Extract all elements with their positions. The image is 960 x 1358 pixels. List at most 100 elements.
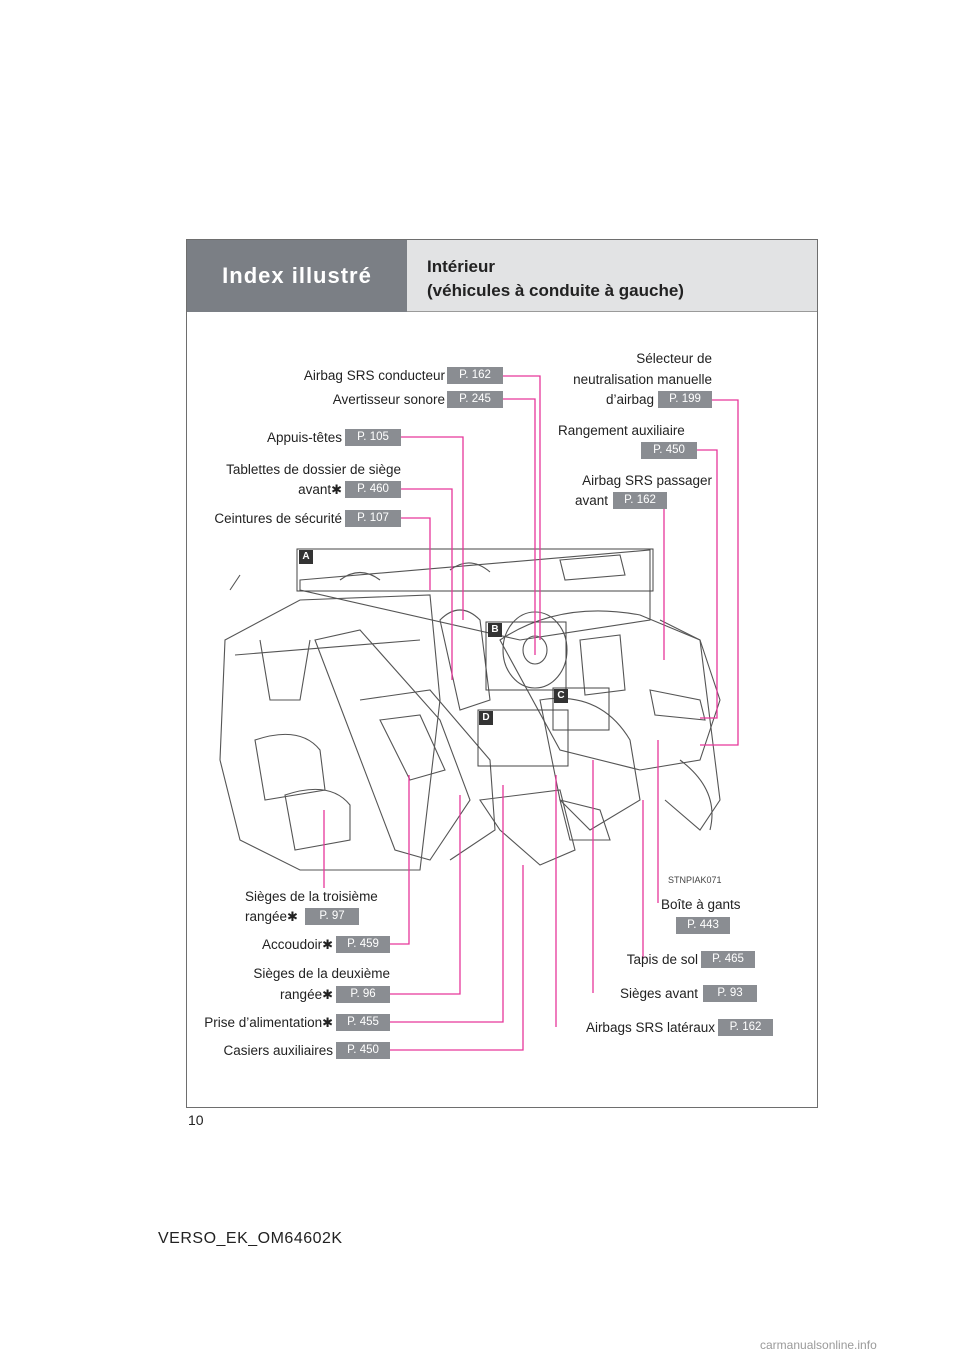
overhead-console-sketch [559,554,626,581]
zone-a-frame [296,548,654,592]
front-seat-sketch [539,697,641,831]
page-number: 10 [188,1112,204,1128]
window-pillar-sketch [259,639,311,701]
page-ref-avertisseur[interactable]: P. 245 [447,391,503,408]
headrest-sketch [439,609,491,711]
zone-b-frame [485,621,567,691]
body-side-sketch [219,594,441,871]
section-title: Index illustré [222,263,372,288]
label-sieges-troisieme-line1: Sièges de la troisième [245,889,378,904]
dashboard-sketch [499,610,721,771]
front-seat-base-sketch [559,799,611,841]
third-row-seat-cushion-sketch [284,788,351,851]
asterisk-icon: ✱ [322,1015,333,1030]
label-prise-text: Prise d’alimentation [204,1015,323,1030]
asterisk-icon: ✱ [322,937,333,952]
label-airbags-lateraux: Airbags SRS latéraux [585,1020,715,1035]
zone-d-frame [477,709,569,767]
armrest-sketch [379,714,446,781]
grab-handle-sketch [339,571,381,581]
leader-lines [323,375,739,1051]
zone-d-marker: D [479,711,493,725]
pillar-mark-sketch [229,574,241,591]
zone-a-marker: A [299,550,313,564]
page-ref-sieges-avant[interactable]: P. 93 [703,985,757,1002]
page-ref-airbag-conducteur[interactable]: P. 162 [447,367,503,384]
zone-b-marker: B [488,623,502,637]
leader-sieges-deuxieme [390,795,461,995]
page-ref-tapis[interactable]: P. 465 [701,951,755,968]
label-accoudoir: Accoudoir✱ [262,936,333,953]
floor-mat-sketch [479,789,576,866]
page-ref-airbags-lateraux[interactable]: P. 162 [718,1019,773,1036]
page-ref-airbag-passager[interactable]: P. 162 [613,492,667,509]
front-door-sketch [659,619,721,831]
asterisk-icon: ✱ [322,987,333,1002]
label-selecteur-line2: neutralisation manuelle [573,372,712,387]
leader-avertisseur [503,398,536,655]
page-ref-tablettes[interactable]: P. 460 [345,481,401,498]
label-tablettes-text: avant [298,482,332,497]
label-selecteur-line1: Sélecteur de [636,351,712,366]
label-rangement: Rangement auxiliaire [558,423,685,438]
label-tapis: Tapis de sol [626,952,698,967]
label-sieges-deuxieme-line2: rangée✱ [280,986,333,1003]
label-sieges-troisieme-line2: rangée✱ [245,908,298,925]
page-ref-prise[interactable]: P. 455 [336,1014,390,1031]
second-row-seat-sketch [314,629,471,861]
leader-rangement [697,449,718,719]
page-ref-boite-gants[interactable]: P. 443 [676,917,730,934]
label-ceintures: Ceintures de sécurité [214,511,342,526]
zone-frames [296,548,654,767]
leader-ceintures [401,517,431,590]
section-tab: Index illustré [187,240,407,312]
car-interior-drawing [219,549,721,871]
label-sieges-troisieme-text: rangée [245,909,288,924]
label-selecteur-line3: d’airbag [605,392,654,407]
page-ref-rangement[interactable]: P. 450 [641,442,697,459]
second-row-cushion-sketch [359,689,496,861]
label-appuis-tetes: Appuis-têtes [266,430,342,445]
asterisk-icon: ✱ [331,482,342,497]
page-ref-casiers[interactable]: P. 450 [336,1042,390,1059]
leader-accoudoir [390,775,410,945]
label-tablettes-line2: avant✱ [298,481,342,498]
label-airbag-passager-line1: Airbag SRS passager [582,473,712,488]
center-console-sketch [579,634,626,696]
page-heading: Intérieur (véhicules à conduite à gauche… [407,240,817,312]
zone-c-marker: C [554,689,568,703]
label-casiers: Casiers auxiliaires [223,1043,333,1058]
page-ref-ceintures[interactable]: P. 107 [345,510,401,527]
label-avertisseur: Avertisseur sonore [332,392,445,407]
page-ref-accoudoir[interactable]: P. 459 [336,936,390,953]
page-ref-sieges-troisieme[interactable]: P. 97 [305,908,359,925]
page-ref-sieges-deuxieme[interactable]: P. 96 [336,986,390,1003]
heading-line-2: (véhicules à conduite à gauche) [427,281,684,300]
label-airbag-conducteur: Airbag SRS conducteur [303,368,445,383]
label-sieges-deuxieme-line1: Sièges de la deuxième [253,966,390,981]
image-code: STNPIAK071 [668,875,722,885]
label-accoudoir-text: Accoudoir [262,937,323,952]
asterisk-icon: ✱ [287,909,298,924]
label-boite-gants: Boîte à gants [661,897,741,912]
third-row-seat-back-sketch [254,733,326,801]
glove-box-sketch [649,689,706,721]
label-sieges-avant: Sièges avant [619,986,698,1001]
leader-airbag-conducteur [503,375,541,640]
grab-handle-2-sketch [449,562,491,573]
zone-c-frame [552,687,610,731]
label-airbag-passager-line2: avant [575,493,609,508]
headliner-sketch [299,549,651,641]
leader-casiers [390,865,524,1051]
document-code: VERSO_EK_OM64602K [158,1230,343,1247]
heading-line-1: Intérieur [427,257,496,276]
page-ref-appuis-tetes[interactable]: P. 105 [345,429,401,446]
page-ref-selecteur[interactable]: P. 199 [658,391,712,408]
leader-selecteur [700,399,739,746]
leader-tablettes [401,488,453,680]
label-tablettes-line1: Tablettes de dossier de siège [226,462,401,477]
door-edge-sketch [679,759,713,831]
leader-prise [390,785,504,1023]
belt-line-sketch [234,639,421,656]
leader-appuis-tetes [401,436,464,620]
